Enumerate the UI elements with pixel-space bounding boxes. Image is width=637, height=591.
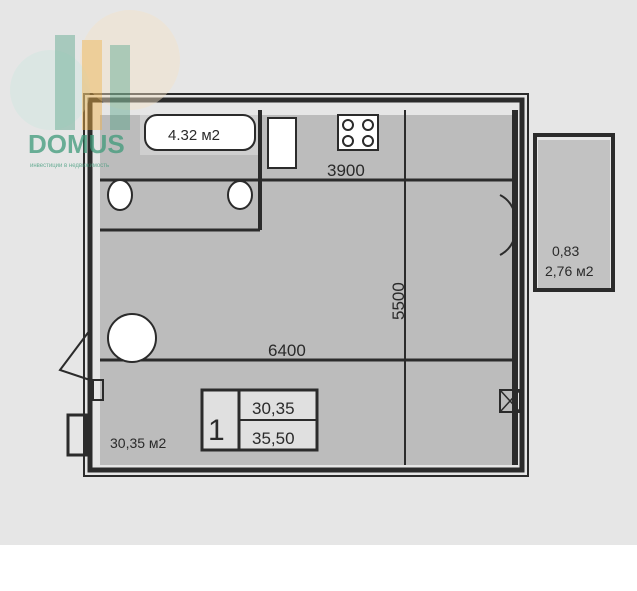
balcony-area-label: 2,76 м2	[545, 263, 594, 279]
logo-text: DOMUS	[28, 129, 125, 159]
sink-icon	[227, 180, 253, 210]
logo-subtitle: инвестиции в недвижимость	[30, 163, 109, 169]
rooms-count: 1	[208, 414, 225, 447]
floor-areas	[100, 115, 610, 465]
entry-door-icon	[58, 329, 91, 381]
kitchen-cabinet-icon	[267, 117, 297, 169]
main-area-label: 30,35 м2	[110, 435, 167, 451]
fixtures	[58, 114, 517, 381]
door-swing-icon	[499, 194, 517, 256]
toilet-icon	[107, 179, 133, 211]
bathroom-area-label: 4.32 м2	[168, 127, 220, 144]
kitchen-width-dimension: 3900	[327, 161, 365, 180]
total-area: 35,50	[252, 429, 295, 448]
width-dimension: 6400	[268, 341, 306, 360]
balcony-coef-label: 0,83	[552, 243, 579, 259]
bathtub-icon	[144, 114, 256, 151]
walls	[66, 93, 615, 477]
building-icon	[55, 35, 130, 130]
living-area: 30,35	[252, 399, 295, 418]
domus-logo: DOMUS инвестиции в недвижимость	[10, 10, 180, 169]
column-icon	[107, 313, 157, 363]
bottom-blank	[0, 545, 637, 591]
depth-dimension: 5500	[389, 282, 408, 320]
apartment-info-box: 1 30,35 35,50	[200, 388, 319, 452]
